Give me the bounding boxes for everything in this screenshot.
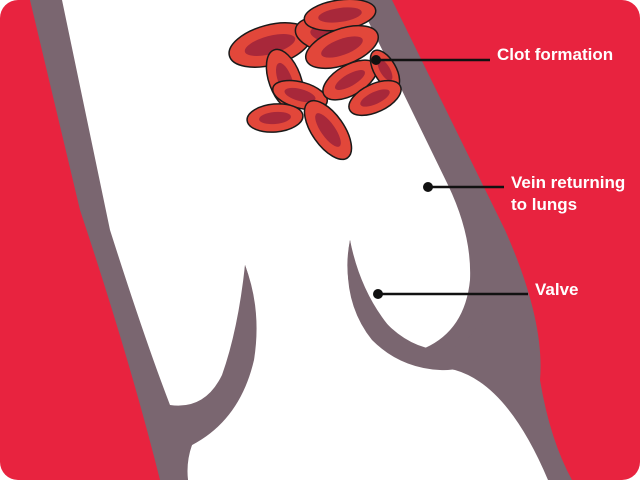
- left-valve-flap: [165, 265, 257, 480]
- leader-lines: [376, 58, 528, 296]
- red-blood-cell: [303, 0, 377, 32]
- red-blood-cell: [305, 24, 379, 70]
- red-blood-cell: [303, 99, 353, 161]
- clot-marker-dot: [371, 55, 381, 65]
- valve-marker-dot: [373, 289, 383, 299]
- blood-clot: [228, 0, 402, 161]
- vein-marker-dot: [423, 182, 433, 192]
- leader-dots: [371, 55, 433, 299]
- vein-lumen: [62, 0, 548, 480]
- clot-formation-label: Clot formation: [497, 45, 614, 64]
- red-blood-cell: [246, 103, 304, 133]
- vein-returning-label: Vein returning to lungs: [511, 173, 626, 214]
- right-valve-flap: [347, 240, 488, 371]
- valve-label: Valve: [535, 280, 579, 299]
- red-blood-cell: [348, 79, 402, 117]
